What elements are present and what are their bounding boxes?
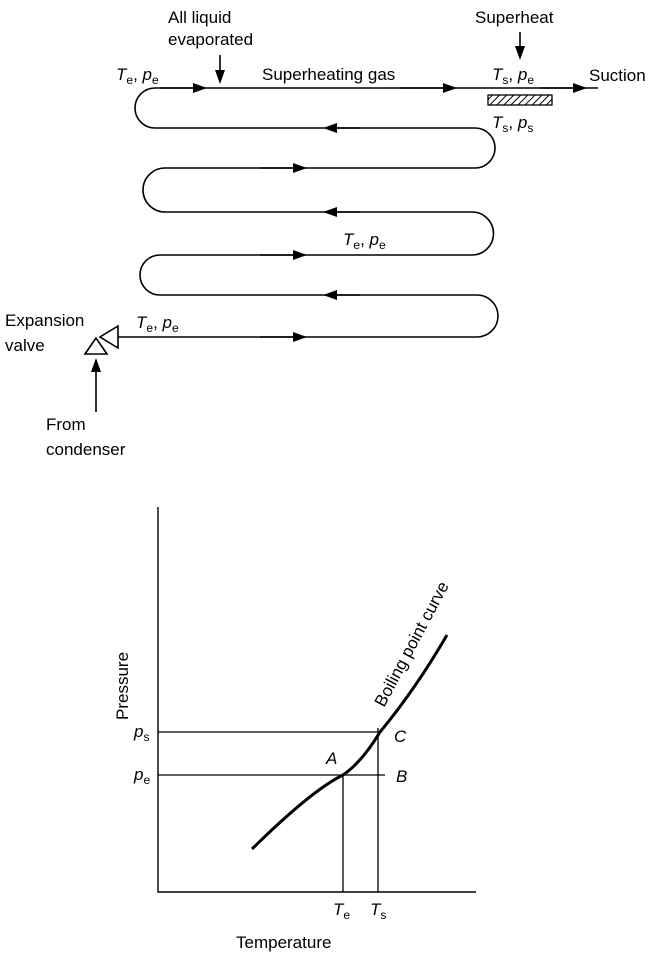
ts-pe-label: Ts, pe	[492, 65, 534, 87]
graph-axes	[157, 507, 476, 893]
ts-ps-label: Ts, ps	[492, 113, 533, 135]
superheating-gas-label: Superheating gas	[262, 65, 395, 84]
evaporator-coil	[118, 87, 598, 338]
x-tick-te: Te	[333, 900, 350, 922]
expansion-valve-icon	[98, 324, 119, 350]
temperature-axis-label: Temperature	[236, 933, 331, 952]
superheat-bulb	[487, 94, 553, 106]
from-condenser-label-line2: condenser	[46, 440, 126, 459]
expansion-valve-label-line2: valve	[5, 336, 45, 355]
y-tick-ps: ps	[133, 722, 149, 744]
x-tick-ts: Ts	[370, 900, 386, 922]
expansion-valve-lower-icon	[83, 336, 109, 355]
expansion-valve-label-line1: Expansion	[5, 311, 84, 330]
y-tick-pe: pe	[133, 765, 150, 787]
te-pe-label-inlet: Te, pe	[136, 313, 179, 335]
point-b-label: B	[396, 767, 407, 786]
from-condenser-label-line1: From	[46, 415, 86, 434]
point-c-label: C	[394, 727, 407, 746]
all-liquid-label-line2: evaporated	[168, 30, 253, 49]
all-liquid-label-line1: All liquid	[168, 8, 231, 27]
te-pe-label-middle: Te, pe	[343, 230, 386, 252]
suction-label: Suction	[589, 66, 646, 85]
boiling-point-curve	[250, 634, 449, 851]
superheat-label: Superheat	[475, 8, 554, 27]
point-a-label: A	[325, 749, 337, 768]
te-pe-label-top: Te, pe	[116, 65, 159, 87]
pressure-axis-label: Pressure	[113, 652, 132, 720]
